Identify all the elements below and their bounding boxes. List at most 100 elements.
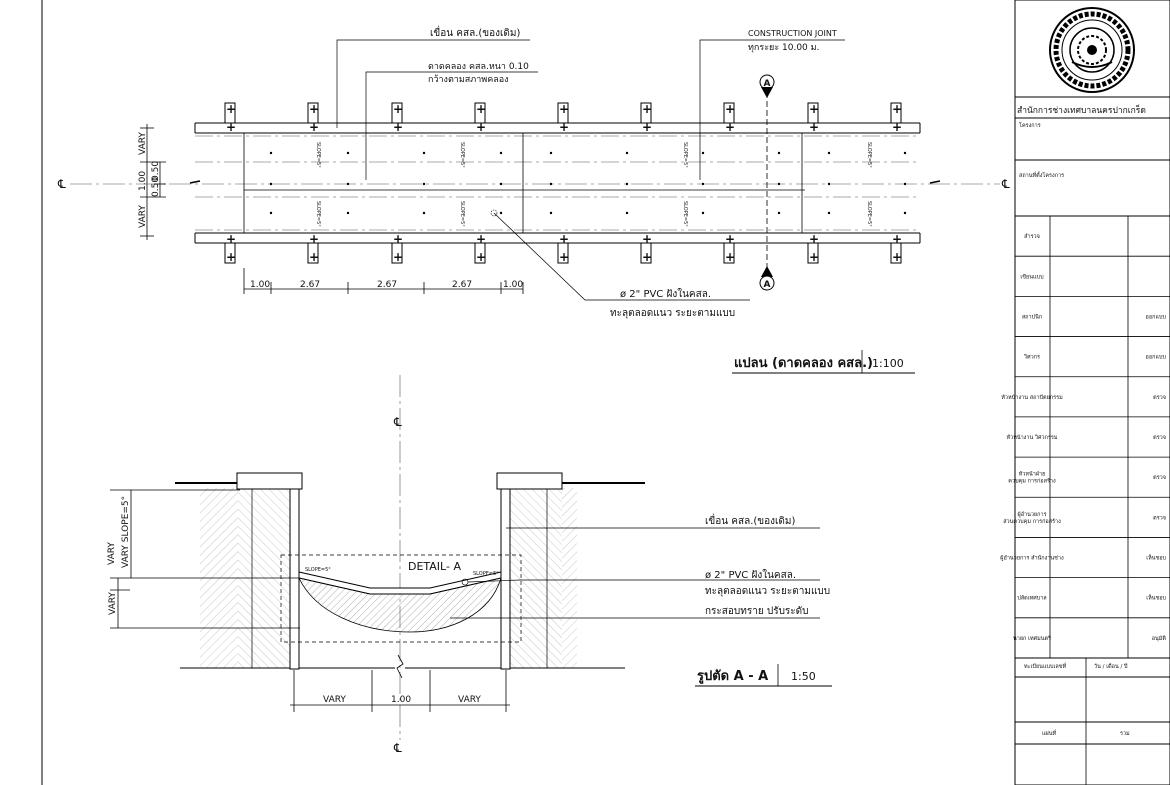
title-block-action: ตรวจ: [1153, 395, 1166, 401]
section-callout-pvc-2: ทะลุตลอดแนว ระยะตามแบบ: [705, 586, 830, 597]
plan-callout-pvc-1: ø 2" PVC ฝังในคสล.: [620, 288, 711, 300]
plan-title: แปลน (ดาดคลอง คสล.): [734, 356, 873, 371]
detail-a-label: DETAIL- A: [408, 560, 461, 573]
svg-text:+: +: [725, 102, 735, 116]
svg-text:+: +: [725, 232, 735, 246]
plan-slope-3: SLOPE=5°: [682, 142, 688, 168]
section-centerline-bottom: ℄: [393, 741, 402, 755]
title-block-action: ตรวจ: [1153, 515, 1166, 521]
section-dim-vary-top: VARY: [107, 542, 117, 565]
title-block-role: นายก เทศมนตรี: [1013, 635, 1051, 642]
reg-label: ทะเบียนแบบเลขที่: [1024, 662, 1066, 670]
svg-text:+: +: [642, 102, 652, 116]
title-block-role: สถาปนิก: [1022, 313, 1042, 320]
svg-text:+: +: [476, 232, 486, 246]
plan-scale: 1:100: [872, 357, 904, 370]
plan-slope-8: SLOPE=5°: [866, 201, 872, 227]
svg-text:+: +: [892, 250, 902, 264]
plan-callout-wall: เขื่อน คสล.(ของเดิม): [430, 25, 521, 39]
title-block-role: วิศวกร: [1023, 354, 1040, 361]
title-block-role: หัวหน้าฝ่ายควบคุม การก่อสร้าง: [1008, 471, 1056, 485]
plan-centerline-right: ℄: [1001, 177, 1010, 191]
title-block-action: เห็นชอบ: [1146, 554, 1166, 562]
svg-text:+: +: [559, 120, 569, 134]
section-marker-top: A: [764, 79, 771, 89]
svg-text:+: +: [892, 120, 902, 134]
plan-slope-7: SLOPE=5°: [682, 201, 688, 227]
section-callout-wall: เขื่อน คสล.(ของเดิม): [705, 513, 796, 527]
svg-text:+: +: [642, 120, 652, 134]
plan-dim-bottom-3: 2.67: [377, 280, 397, 290]
svg-text:+: +: [892, 232, 902, 246]
plan-slope-4: SLOPE=5°: [866, 142, 872, 168]
plan-callout-pvc-2: ทะลุตลอดแนว ระยะตามแบบ: [610, 308, 735, 319]
svg-text:+: +: [393, 102, 403, 116]
plan-slope-5: SLOPE=5°: [315, 201, 321, 227]
svg-text:+: +: [226, 232, 236, 246]
svg-text:+: +: [393, 250, 403, 264]
svg-text:+: +: [809, 232, 819, 246]
svg-text:+: +: [809, 250, 819, 264]
title-block-role: ผู้อำนวยการส่วนควบคุม การก่อสร้าง: [1003, 511, 1061, 525]
svg-text:+: +: [309, 250, 319, 264]
section-slope-left: SLOPE=5°: [305, 567, 331, 573]
section-title: รูปตัด A - A: [697, 669, 768, 684]
svg-text:+: +: [559, 250, 569, 264]
svg-text:+: +: [642, 232, 652, 246]
svg-text:+: +: [809, 120, 819, 134]
plan-dim-vary-bottom: VARY: [138, 205, 148, 228]
org-name: สำนักการช่างเทศบาลนครปากเกร็ด: [1017, 104, 1146, 116]
plan-slope-2: SLOPE=5°: [459, 142, 465, 168]
section-scale: 1:50: [791, 670, 816, 683]
title-block-role: ผู้อำนวยการ สำนักงานช่าง: [1000, 555, 1064, 562]
svg-text:+: +: [559, 232, 569, 246]
svg-text:+: +: [309, 232, 319, 246]
title-block-role: หัวหน้างาน สถาปัตยกรรม: [1001, 394, 1063, 401]
svg-text:+: +: [226, 250, 236, 264]
svg-text:+: +: [476, 120, 486, 134]
svg-text:+: +: [725, 120, 735, 134]
section-callout-sand: กระสอบทราย ปรับระดับ: [705, 606, 809, 617]
title-block-action: ออกแบบ: [1146, 355, 1167, 361]
title-block-role: สำรวจ: [1024, 233, 1040, 240]
section-dim-bottom-1: VARY: [323, 695, 346, 705]
total-label: รวม: [1120, 731, 1130, 737]
plan-dim-bottom-1: 1.00: [250, 280, 270, 290]
section-callout-pvc-1: ø 2" PVC ฝังในคสล.: [705, 569, 796, 581]
sheet-label: แผ่นที่: [1042, 729, 1057, 737]
plan-callout-joint-1: CONSTRUCTION JOINT: [748, 29, 837, 38]
plan-dim-bottom-4: 2.67: [452, 280, 472, 290]
title-block-action: ออกแบบ: [1146, 314, 1167, 320]
section-centerline-top: ℄: [393, 415, 402, 429]
title-block-role: ปลัดเทศบาล: [1017, 595, 1046, 602]
project-label: โครงการ: [1019, 121, 1041, 129]
title-block-role: หัวหน้างาน วิศวกรรม: [1006, 434, 1057, 441]
plan-slope-6: SLOPE=5°: [459, 201, 465, 227]
location-label: สถานที่ตั้งโครงการ: [1019, 171, 1064, 179]
svg-text:+: +: [226, 120, 236, 134]
svg-text:+: +: [393, 232, 403, 246]
svg-text:+: +: [309, 120, 319, 134]
svg-text:+: +: [809, 102, 819, 116]
svg-text:+: +: [476, 102, 486, 116]
section-dim-bottom-2: 1.00: [391, 695, 411, 705]
svg-text:+: +: [309, 102, 319, 116]
section-slope-right: SLOPE=5°: [473, 571, 499, 577]
title-block: สำนักการช่างเทศบาลนครปากเกร็ด โครงการ สถ…: [1000, 0, 1170, 785]
plan-dim-0-50-b: 0.50: [151, 177, 161, 197]
svg-text:+: +: [393, 120, 403, 134]
plan-callout-lining-2: กว้างตามสภาพคลอง: [428, 74, 509, 85]
plan-view: ℄ ℄ +++ +++ +++ +++ +++ +++ +++: [57, 25, 1010, 374]
title-block-action: อนุมัติ: [1152, 635, 1167, 642]
section-dim-bottom-3: VARY: [458, 695, 481, 705]
title-block-action: ตรวจ: [1153, 475, 1166, 481]
title-block-action: ตรวจ: [1153, 435, 1166, 441]
section-dim-vary-bottom: VARY: [108, 592, 118, 615]
svg-text:+: +: [476, 250, 486, 264]
plan-callout-joint-2: ทุกระยะ 10.00 ม.: [748, 43, 819, 53]
plan-dim-0-50-a: 0.50: [151, 161, 161, 181]
svg-text:+: +: [725, 250, 735, 264]
section-dim-vary-slope: VARY SLOPE=5°: [121, 496, 131, 568]
svg-text:+: +: [226, 102, 236, 116]
